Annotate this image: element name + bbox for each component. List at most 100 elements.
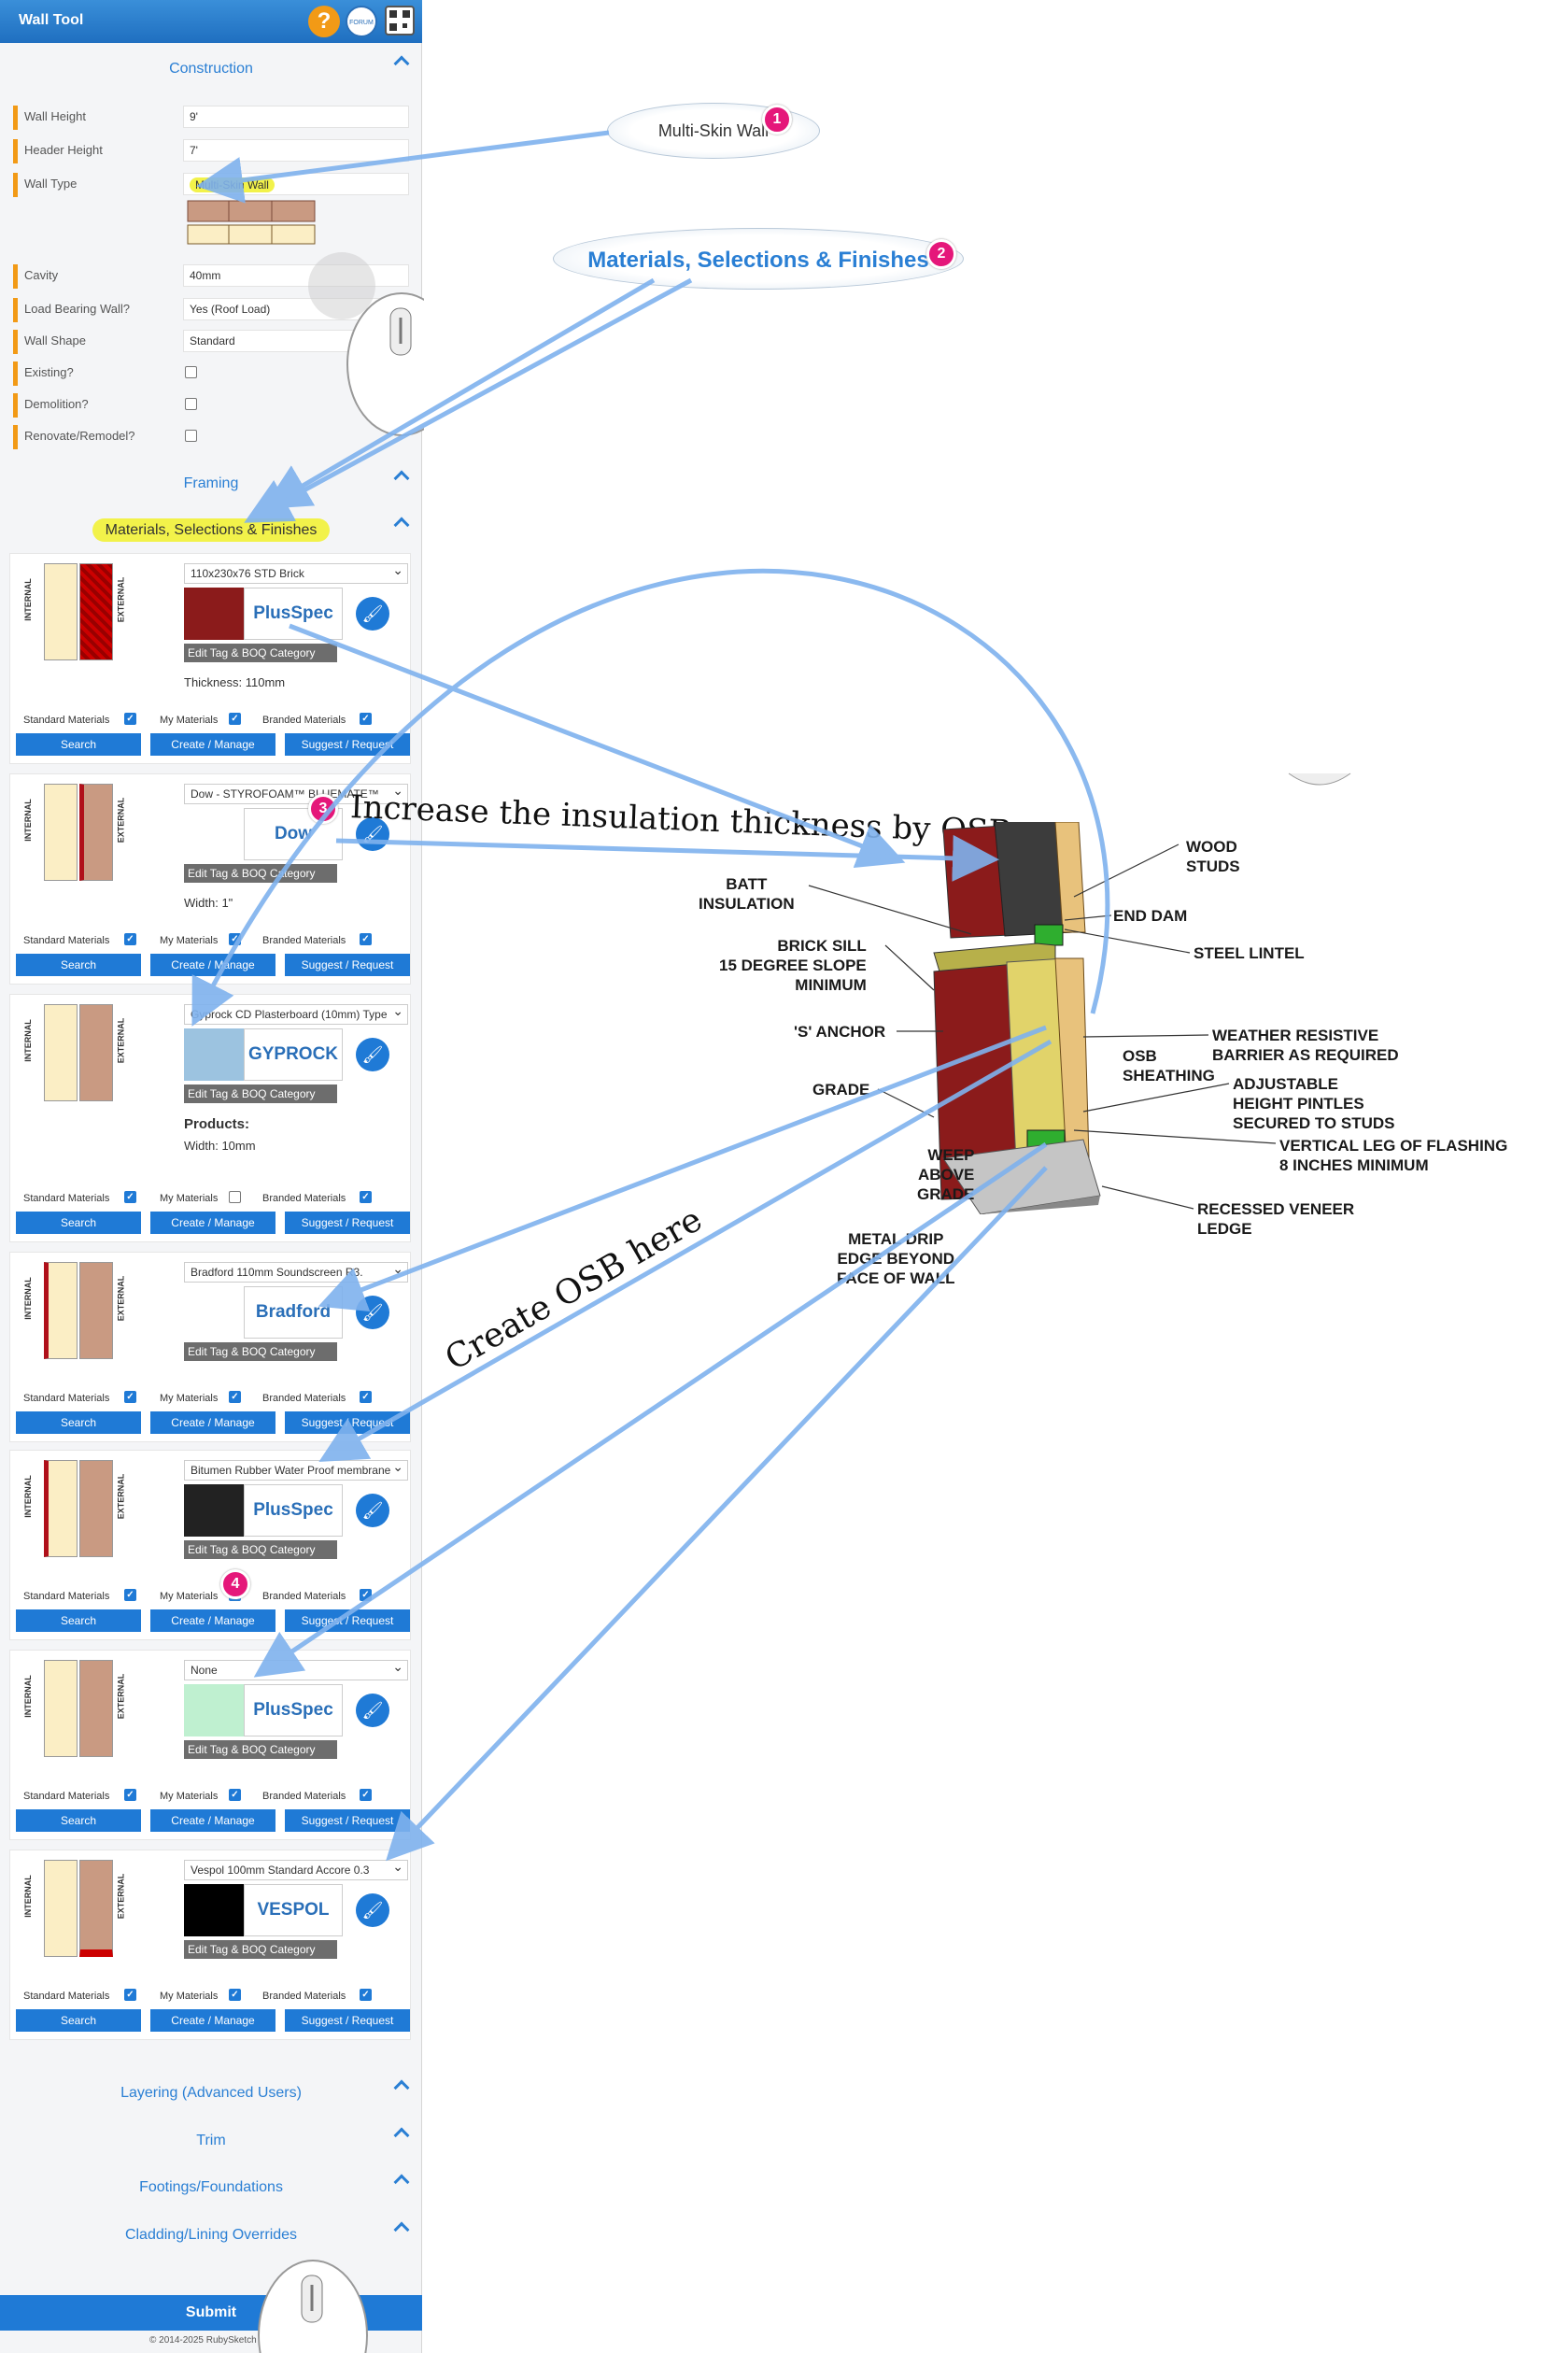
my-materials-checkbox[interactable]: ✓ <box>229 1391 241 1403</box>
search-button[interactable]: Search <box>16 1411 141 1434</box>
my-materials-checkbox[interactable]: ✓ <box>229 1789 241 1801</box>
branded-materials-checkbox[interactable]: ✓ <box>360 1191 372 1203</box>
edit-tag-button[interactable]: Edit Tag & BOQ Category <box>184 1740 337 1759</box>
section-trim-label: Trim <box>196 2133 226 2148</box>
section-construction[interactable]: Construction <box>0 52 422 86</box>
help-icon[interactable]: ? <box>308 6 340 37</box>
suggest-request-button[interactable]: Suggest / Request <box>285 1212 410 1234</box>
search-button[interactable]: Search <box>16 1809 141 1832</box>
material-select[interactable]: 110x230x76 STD Brick <box>184 563 408 584</box>
search-button[interactable]: Search <box>16 1212 141 1234</box>
section-footings-label: Footings/Foundations <box>139 2179 283 2195</box>
suggest-request-button[interactable]: Suggest / Request <box>285 954 410 976</box>
required-marker <box>13 330 18 354</box>
standard-materials-checkbox[interactable]: ✓ <box>124 1789 136 1801</box>
external-layer <box>79 1660 113 1757</box>
search-button[interactable]: Search <box>16 2009 141 2032</box>
section-layering[interactable]: Layering (Advanced Users) <box>0 2077 422 2110</box>
edit-tag-button[interactable]: Edit Tag & BOQ Category <box>184 644 337 662</box>
create-manage-button[interactable]: Create / Manage <box>150 1212 275 1234</box>
standard-materials-checkbox[interactable]: ✓ <box>124 1989 136 2001</box>
material-filters: Standard Materials✓My Materials✓Branded … <box>10 1391 412 1408</box>
standard-materials-label: Standard Materials <box>23 1791 110 1802</box>
edit-tag-button[interactable]: Edit Tag & BOQ Category <box>184 1540 337 1559</box>
section-trim[interactable]: Trim <box>0 2124 422 2158</box>
my-materials-label: My Materials <box>160 935 219 946</box>
my-materials-checkbox[interactable]: ✓ <box>229 1989 241 2001</box>
label-line: WEEP <box>927 1146 975 1164</box>
create-manage-button[interactable]: Create / Manage <box>150 733 275 756</box>
label-line: WOOD <box>1186 838 1237 856</box>
step-badge-4: 4 <box>220 1569 250 1599</box>
arrow-loop <box>191 568 1110 1027</box>
external-layer <box>79 563 113 660</box>
standard-materials-checkbox[interactable]: ✓ <box>124 713 136 725</box>
internal-layer <box>44 1860 78 1957</box>
edit-tag-button[interactable]: Edit Tag & BOQ Category <box>184 1342 337 1361</box>
material-actions: Search Create / Manage Suggest / Request <box>16 954 412 976</box>
create-manage-button[interactable]: Create / Manage <box>150 1809 275 1832</box>
material-select[interactable]: Vespol 100mm Standard Accore 0.3 <box>184 1860 408 1880</box>
external-layer <box>79 1860 113 1957</box>
standard-materials-label: Standard Materials <box>23 935 110 946</box>
step-badge-1: 1 <box>762 105 792 135</box>
paint-bucket-icon[interactable]: 🖌 <box>356 1694 389 1727</box>
wall-height-input[interactable]: 9' <box>183 106 409 128</box>
search-button[interactable]: Search <box>16 1609 141 1632</box>
create-manage-button[interactable]: Create / Manage <box>150 1411 275 1434</box>
header-height-label: Header Height <box>24 143 103 157</box>
paint-bucket-icon[interactable]: 🖌 <box>356 1893 389 1927</box>
my-materials-label: My Materials <box>160 1393 219 1404</box>
header-height-input[interactable]: 7' <box>183 139 409 162</box>
branded-materials-checkbox[interactable]: ✓ <box>360 713 372 725</box>
standard-materials-checkbox[interactable]: ✓ <box>124 1391 136 1403</box>
my-materials-checkbox[interactable]: ✓ <box>229 713 241 725</box>
search-button[interactable]: Search <box>16 733 141 756</box>
my-materials-checkbox[interactable] <box>229 1191 241 1203</box>
edit-tag-button[interactable]: Edit Tag & BOQ Category <box>184 1940 337 1959</box>
create-manage-button[interactable]: Create / Manage <box>150 1609 275 1632</box>
search-button[interactable]: Search <box>16 954 141 976</box>
standard-materials-checkbox[interactable]: ✓ <box>124 1191 136 1203</box>
qr-code-icon[interactable] <box>385 6 415 35</box>
wall-type-preview <box>187 200 316 245</box>
renovate-checkbox[interactable] <box>185 430 197 442</box>
callout-materials: Materials, Selections & Finishes <box>553 228 964 290</box>
existing-checkbox[interactable] <box>185 366 197 378</box>
section-framing[interactable]: Framing <box>0 467 422 501</box>
paint-bucket-icon[interactable]: 🖌 <box>356 1494 389 1527</box>
create-manage-button[interactable]: Create / Manage <box>150 2009 275 2032</box>
section-footings[interactable]: Footings/Foundations <box>0 2171 422 2204</box>
paint-bucket-icon[interactable]: 🖌 <box>356 817 389 851</box>
branded-materials-label: Branded Materials <box>262 715 346 726</box>
material-select[interactable]: Bitumen Rubber Water Proof membrane <box>184 1460 408 1481</box>
paint-bucket-icon[interactable]: 🖌 <box>356 1038 389 1071</box>
branded-materials-checkbox[interactable]: ✓ <box>360 1789 372 1801</box>
suggest-request-button[interactable]: Suggest / Request <box>285 2009 410 2032</box>
branded-materials-checkbox[interactable]: ✓ <box>360 1989 372 2001</box>
label-grade: GRADE <box>812 1080 869 1099</box>
material-select[interactable]: Gyprock CD Plasterboard (10mm) Type <box>184 1004 408 1025</box>
standard-materials-checkbox[interactable]: ✓ <box>124 933 136 945</box>
forum-icon[interactable]: FORUM <box>346 6 377 37</box>
demolition-checkbox[interactable] <box>185 398 197 410</box>
cavity-input[interactable]: 40mm <box>183 264 409 287</box>
edit-tag-button[interactable]: Edit Tag & BOQ Category <box>184 864 337 883</box>
material-filters: Standard Materials✓My Materials✓Branded … <box>10 713 412 730</box>
branded-materials-checkbox[interactable]: ✓ <box>360 1391 372 1403</box>
standard-materials-checkbox[interactable]: ✓ <box>124 1589 136 1601</box>
paint-bucket-icon[interactable]: 🖌 <box>356 597 389 631</box>
required-marker <box>13 139 18 163</box>
create-manage-button[interactable]: Create / Manage <box>150 954 275 976</box>
branded-materials-checkbox[interactable]: ✓ <box>360 933 372 945</box>
arrow-none <box>253 1141 1048 1678</box>
section-cladding[interactable]: Cladding/Lining Overrides <box>0 2218 422 2252</box>
edit-tag-button[interactable]: Edit Tag & BOQ Category <box>184 1084 337 1103</box>
